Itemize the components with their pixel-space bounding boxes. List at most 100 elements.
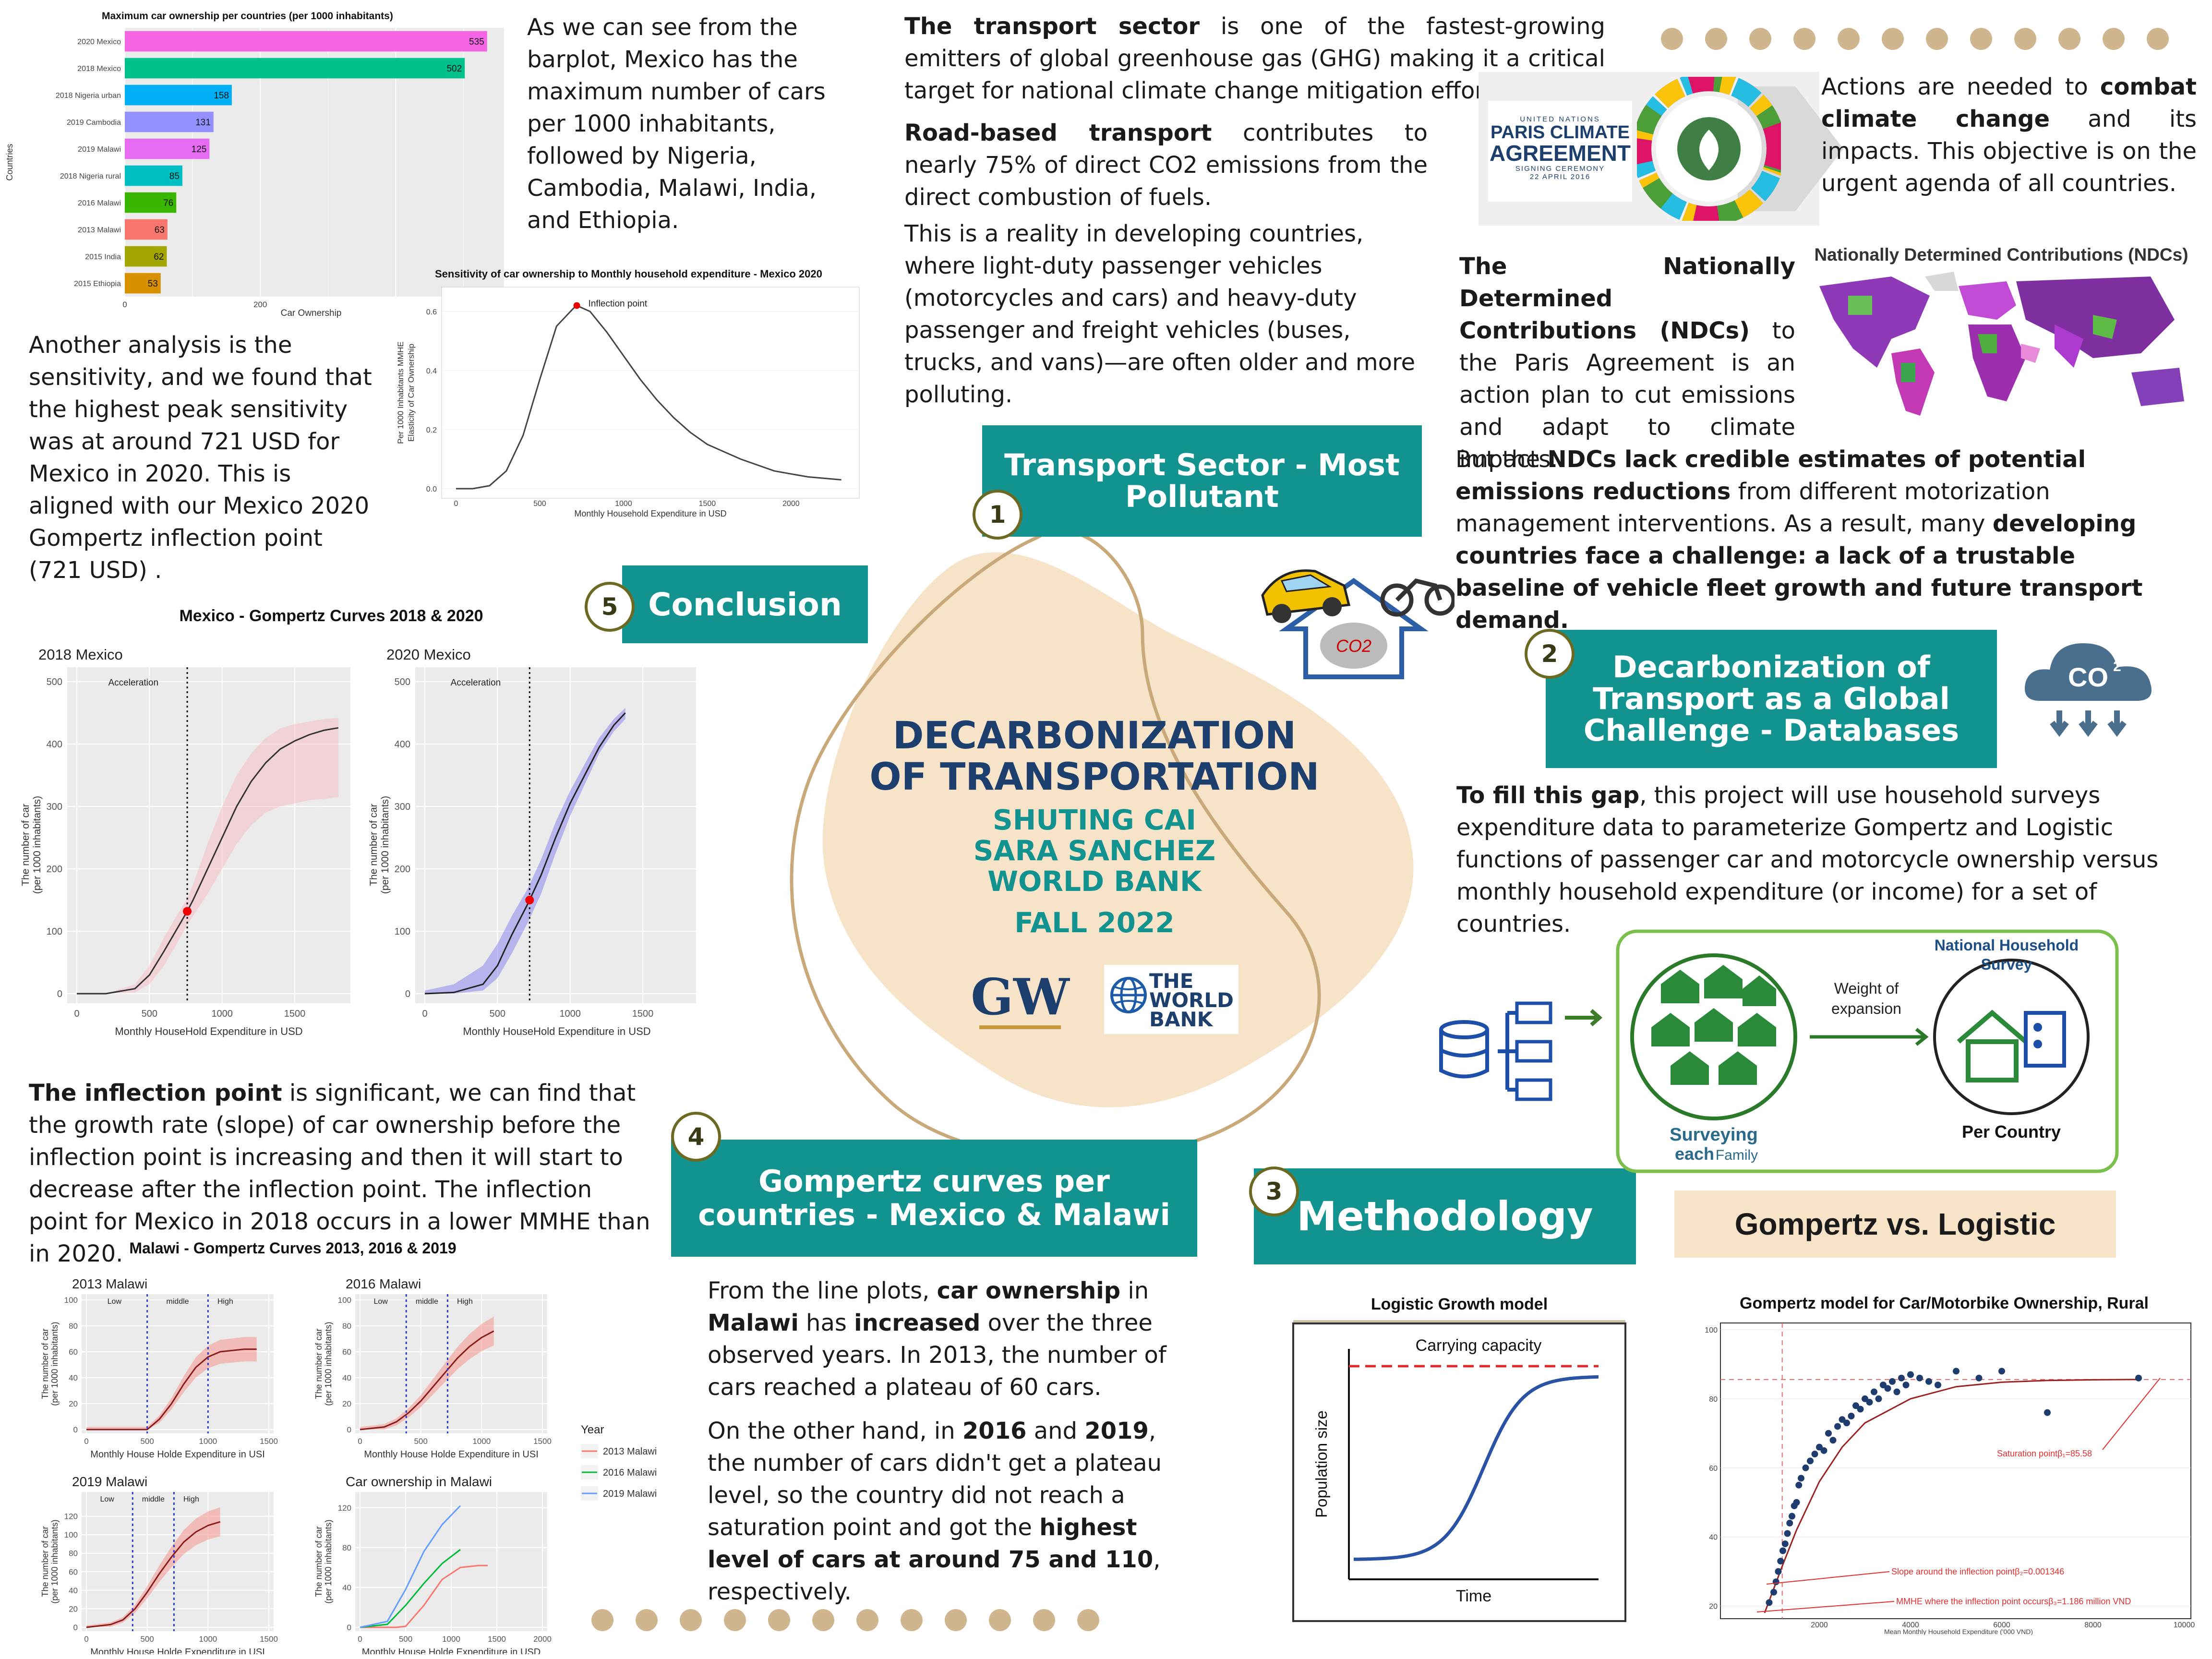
- mexico-x-tick: 0: [74, 1009, 79, 1019]
- malawi-x-tick: 0: [358, 1635, 362, 1644]
- bar: [125, 273, 161, 294]
- section-2-header: Decarbonization of Transport as a Global…: [1546, 630, 1997, 768]
- other-text-bold-3: highest level of cars at around 75 and 1…: [708, 1514, 1154, 1573]
- mexico-ylabel-1: The number of car: [20, 804, 31, 886]
- malawi-ylabel-1: The number of car: [40, 1526, 50, 1597]
- bar: [125, 31, 487, 52]
- middle-label: middle: [166, 1298, 189, 1306]
- scatter-point: [1770, 1588, 1777, 1596]
- section-4-number: 4: [671, 1112, 721, 1162]
- gompertz-rural-chart: Gompertz model for Car/Motorbike Ownersh…: [1705, 1294, 2195, 1635]
- rural-y-tick: 80: [1709, 1395, 1718, 1404]
- nhs-title-1: National Household: [1935, 937, 2079, 954]
- malawi-y-tick: 100: [64, 1296, 78, 1305]
- malawi-series-line: [360, 1505, 461, 1628]
- sensitivity-ylabel-1: Per 1000 Inhabitants MMHE: [396, 341, 405, 444]
- mexico-y-tick: 0: [57, 989, 62, 999]
- scatter-point: [1852, 1402, 1859, 1409]
- malawi-text-3: has: [798, 1310, 854, 1336]
- scatter-point: [1866, 1399, 1873, 1406]
- malawi-x-tick: 1500: [260, 1635, 278, 1644]
- malawi-ylabel-1: The number of car: [40, 1328, 50, 1399]
- bar-value-label: 535: [469, 37, 484, 47]
- malawi-x-tick: 1500: [533, 1437, 552, 1446]
- family-label: Family: [1716, 1147, 1758, 1163]
- section-3-header: Methodology: [1254, 1168, 1636, 1264]
- mexico-y-tick: 500: [47, 677, 62, 687]
- mexico-y-tick: 100: [47, 926, 62, 937]
- scatter-point: [1811, 1451, 1818, 1458]
- other-text-4: , respectively.: [708, 1546, 1161, 1605]
- section-5-number: 5: [585, 582, 635, 632]
- sensitivity-line: [456, 304, 842, 490]
- malawi-legend-label: 2013 Malawi: [603, 1446, 657, 1457]
- inflection-text: The inflection point is significant, we …: [29, 1077, 653, 1270]
- malawi-y-tick: 0: [347, 1425, 351, 1434]
- malawi-x-tick: 0: [84, 1635, 88, 1644]
- mexico-inflection-marker: [525, 896, 534, 904]
- barplot-chart: Maximum car ownership per countries (per…: [5, 11, 504, 318]
- low-label: Low: [108, 1298, 122, 1306]
- mexico-ylabel-2: (per 1000 inhabitants): [32, 796, 43, 894]
- ndc-text-bold: The Nationally Determined Contributions …: [1459, 253, 1795, 344]
- scatter-point: [1772, 1578, 1779, 1586]
- gw-logo: GW: [971, 967, 1070, 1029]
- rural-x-tick: 6000: [1993, 1621, 2010, 1629]
- paris-un: UNITED NATIONS: [1520, 115, 1600, 123]
- malawi-x-tick: 1500: [260, 1437, 278, 1446]
- other-text-3: , the number of cars didn't get a platea…: [708, 1418, 1162, 1541]
- mexico-confidence-band: [77, 718, 338, 994]
- malawi-legend-title: Year: [581, 1423, 604, 1436]
- rural-x-tick: 8000: [2084, 1621, 2102, 1629]
- globe-icon: [1110, 977, 1147, 1013]
- road-text: Road-based transport contributes to near…: [904, 117, 1428, 214]
- scatter-point: [1777, 1558, 1784, 1565]
- bar-value-label: 63: [155, 225, 165, 235]
- each-label: each: [1675, 1144, 1714, 1164]
- bar-value-label: 62: [154, 252, 164, 262]
- weight-label-2: expansion: [1831, 1000, 1901, 1017]
- malawi-confidence-band: [86, 1337, 257, 1430]
- bar-category-label: 2016 Malawi: [78, 199, 121, 207]
- rural-x-tick: 10000: [2174, 1621, 2195, 1629]
- bar: [125, 246, 167, 267]
- bar-category-label: 2015 India: [85, 253, 121, 261]
- bar: [125, 111, 214, 132]
- co2-cloud-icon: CO 2: [2025, 643, 2152, 737]
- scatter-point: [1829, 1437, 1837, 1444]
- actions-text-bold: combat climate change: [1821, 73, 2197, 132]
- mexico-x-tick: 500: [142, 1009, 157, 1019]
- scatter-point: [1884, 1385, 1891, 1392]
- mexico-ylabel-2: (per 1000 inhabitants): [380, 796, 391, 894]
- sens-x-tick: 1000: [615, 500, 632, 508]
- scatter-point: [1843, 1419, 1850, 1427]
- road-text-body: contributes to nearly 75% of direct CO2 …: [904, 120, 1428, 211]
- mexico-x-tick: 1000: [211, 1009, 233, 1019]
- malawi-x-tick: 1000: [442, 1635, 460, 1644]
- rural-x-tick: 2000: [1811, 1621, 1828, 1629]
- gompertz-vs-logistic-label: Gompertz vs. Logistic: [1674, 1190, 2116, 1258]
- mexico-y-tick: 400: [395, 739, 410, 750]
- inflection-point-marker: [573, 302, 580, 309]
- surveying-label: Surveying: [1670, 1125, 1758, 1145]
- middle-label: middle: [416, 1298, 438, 1306]
- arrow-icon: [1565, 1009, 1603, 1026]
- malawi-y-tick: 60: [342, 1347, 351, 1357]
- malawi-text-bold-1: car ownership: [937, 1277, 1121, 1304]
- malawi-gompertz-line: [86, 1521, 221, 1628]
- car-motorcycle-co2-icon: CO2: [1261, 569, 1455, 679]
- mexico-y-tick: 200: [47, 864, 62, 875]
- bar: [125, 219, 168, 240]
- malawi-panel-title: 2016 Malawi: [346, 1276, 421, 1291]
- bar: [125, 58, 465, 79]
- malawi-y-tick: 40: [69, 1586, 78, 1595]
- title-line-1: DECARBONIZATION: [892, 714, 1297, 757]
- logistic-curve: [1353, 1375, 1599, 1561]
- mexico-ylabel-1: The number of car: [368, 804, 379, 886]
- transport-text-bold: The transport sector: [904, 13, 1200, 40]
- sensitivity-xlabel: Monthly Household Expenditure in USD: [574, 509, 726, 518]
- co2-cloud-label: CO: [2068, 662, 2108, 692]
- gompertz-fit-line: [1764, 1379, 2139, 1613]
- mexico-y-tick: 500: [395, 677, 410, 687]
